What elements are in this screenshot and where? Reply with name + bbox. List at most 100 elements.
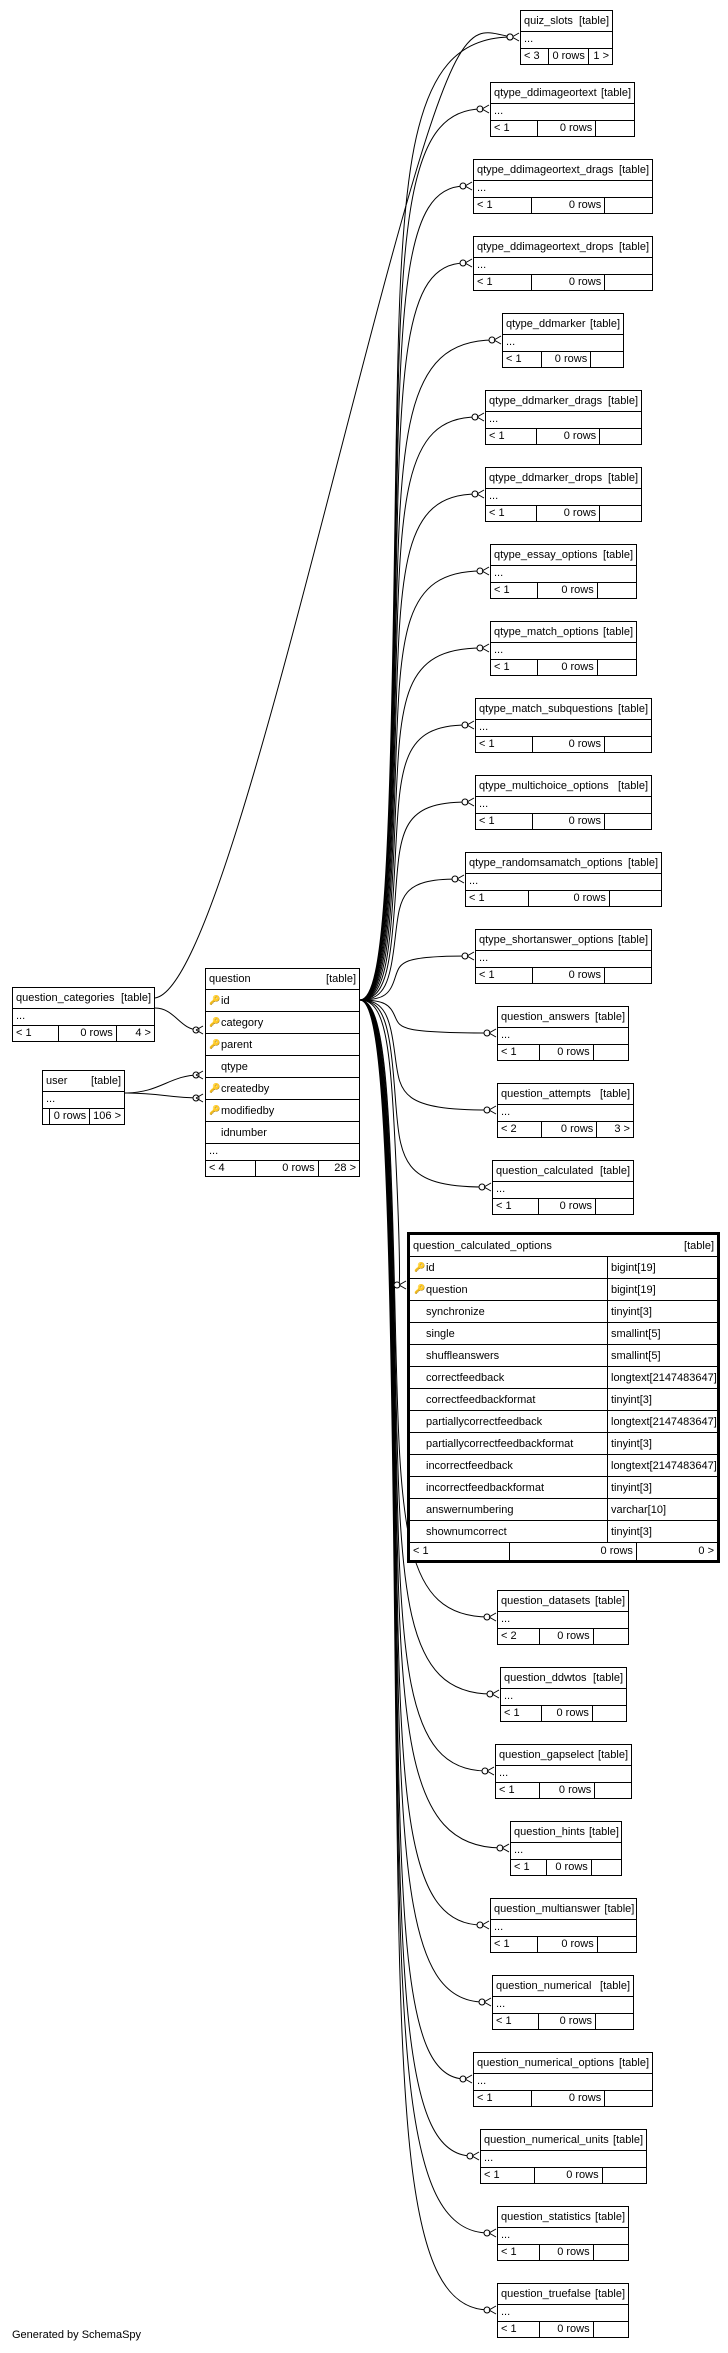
parents-count[interactable]: < 1	[498, 2322, 541, 2337]
children-count[interactable]	[594, 2322, 628, 2337]
table-user[interactable]: user[table] ... 0 rows 106 >	[42, 1070, 125, 1125]
children-count[interactable]	[605, 968, 651, 983]
children-count[interactable]	[596, 121, 634, 136]
children-count[interactable]	[598, 1937, 636, 1952]
children-count[interactable]: 106 >	[93, 1110, 121, 1122]
column-category[interactable]: 🔑category	[206, 1012, 359, 1034]
parents-count[interactable]: < 1	[491, 583, 539, 598]
parents-count[interactable]: < 2	[498, 1122, 543, 1137]
children-count[interactable]	[596, 1199, 633, 1214]
parents-count[interactable]: < 1	[503, 352, 543, 367]
children-count[interactable]	[605, 814, 651, 829]
column-qtype[interactable]: qtype	[206, 1056, 359, 1078]
table-quiz-slots[interactable]: quiz_slots[table] ... < 3 0 rows 1 >	[520, 10, 613, 65]
children-count[interactable]	[600, 429, 641, 444]
children-count[interactable]	[591, 352, 623, 367]
parents-count[interactable]: < 1	[493, 2014, 539, 2029]
parents-count[interactable]: < 1	[511, 1860, 548, 1875]
children-count[interactable]	[598, 583, 636, 598]
parents-count[interactable]: < 1	[476, 968, 533, 983]
children-count[interactable]	[605, 2091, 652, 2106]
children-count[interactable]: 28 >	[334, 1162, 357, 1174]
column-parent[interactable]: 🔑parent	[206, 1034, 359, 1056]
children-count[interactable]	[594, 2245, 628, 2260]
parents-count[interactable]: < 1	[474, 198, 532, 213]
parents-count[interactable]: < 1	[410, 1543, 510, 1560]
children-count[interactable]	[594, 1629, 628, 1644]
children-count[interactable]	[605, 198, 652, 213]
column-idnumber[interactable]: idnumber	[206, 1122, 359, 1144]
parents-count[interactable]: < 1	[486, 506, 537, 521]
children-count[interactable]	[596, 2014, 633, 2029]
table-question[interactable]: question[table] 🔑id 🔑category 🔑parent qt…	[205, 968, 360, 1177]
parents-count[interactable]: < 4	[206, 1161, 256, 1176]
parents-count[interactable]: < 1	[466, 891, 530, 906]
table-qtype-randomsamatch-options[interactable]: qtype_randomsamatch_options[table]...< 1…	[465, 852, 662, 907]
column-id[interactable]: 🔑id	[206, 990, 359, 1012]
parents-count[interactable]: < 1	[498, 2245, 541, 2260]
parents-count[interactable]: < 2	[498, 1629, 541, 1644]
children-count[interactable]	[600, 506, 641, 521]
parents-count[interactable]: < 3	[521, 49, 550, 64]
parents-count[interactable]: < 1	[491, 660, 539, 675]
parents-count[interactable]: < 1	[491, 1937, 539, 1952]
children-count[interactable]	[603, 2168, 646, 2183]
children-count[interactable]	[605, 737, 651, 752]
parents-count[interactable]: < 1	[493, 1199, 539, 1214]
parents-count[interactable]: < 1	[474, 275, 532, 290]
children-count[interactable]	[592, 1860, 621, 1875]
parents-count[interactable]: < 1	[13, 1026, 60, 1041]
children-count[interactable]	[598, 660, 636, 675]
parents-count[interactable]: < 1	[491, 121, 538, 136]
children-count[interactable]: 4 >	[135, 1027, 151, 1039]
column-createdby[interactable]: 🔑createdby	[206, 1078, 359, 1100]
children-count[interactable]	[610, 891, 661, 906]
parents-count[interactable]: < 1	[481, 2168, 535, 2183]
parents-count[interactable]: < 1	[474, 2091, 532, 2106]
children-count[interactable]: 3 >	[614, 1123, 630, 1135]
column-modifiedby[interactable]: 🔑modifiedby	[206, 1100, 359, 1122]
children-count[interactable]: 1 >	[593, 50, 609, 62]
parents-count[interactable]: < 1	[476, 737, 533, 752]
children-count[interactable]	[593, 1706, 626, 1721]
children-count[interactable]: 0 >	[698, 1545, 714, 1557]
parents-count[interactable]: < 1	[476, 814, 533, 829]
children-count[interactable]	[605, 275, 652, 290]
parents-count[interactable]: < 1	[498, 1045, 541, 1060]
